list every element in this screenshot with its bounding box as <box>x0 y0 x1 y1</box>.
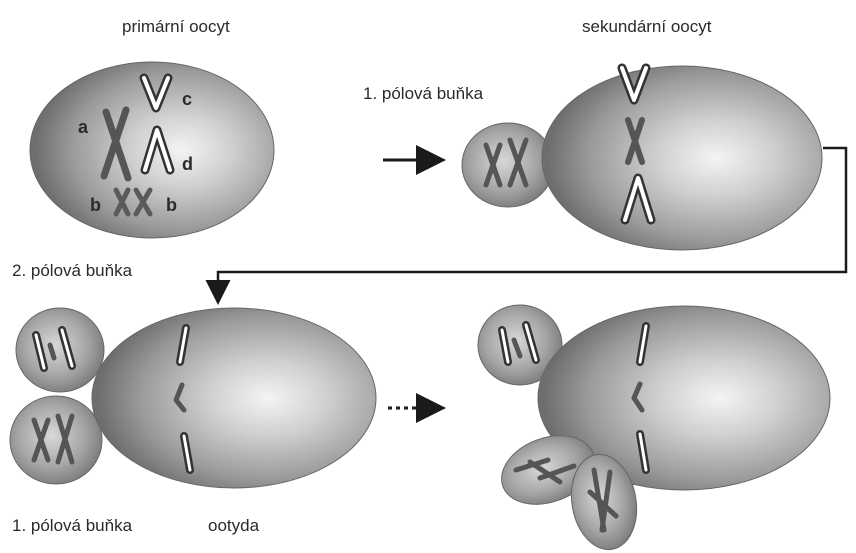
letter-d: d <box>182 154 193 174</box>
second-polar-body <box>16 308 104 392</box>
letter-b-right: b <box>166 195 177 215</box>
first-polar-body-bottom <box>10 396 102 484</box>
first-polar-body-top <box>462 123 554 207</box>
label-first-polar-body-top: 1. pólová buňka <box>363 84 483 104</box>
label-ootid: ootyda <box>208 516 259 536</box>
secondary-oocyte-cell <box>542 66 822 250</box>
letter-b-left: b <box>90 195 101 215</box>
ootid-cell <box>92 308 376 488</box>
primary-oocyte-cell: a b b c d <box>30 62 274 238</box>
label-secondary-oocyte: sekundární oocyt <box>582 17 711 37</box>
label-primary-oocyte: primární oocyt <box>122 17 230 37</box>
label-second-polar-body: 2. pólová buňka <box>12 261 132 281</box>
label-first-polar-body-bottom: 1. pólová buňka <box>12 516 132 536</box>
letter-c: c <box>182 89 192 109</box>
letter-a: a <box>78 117 89 137</box>
